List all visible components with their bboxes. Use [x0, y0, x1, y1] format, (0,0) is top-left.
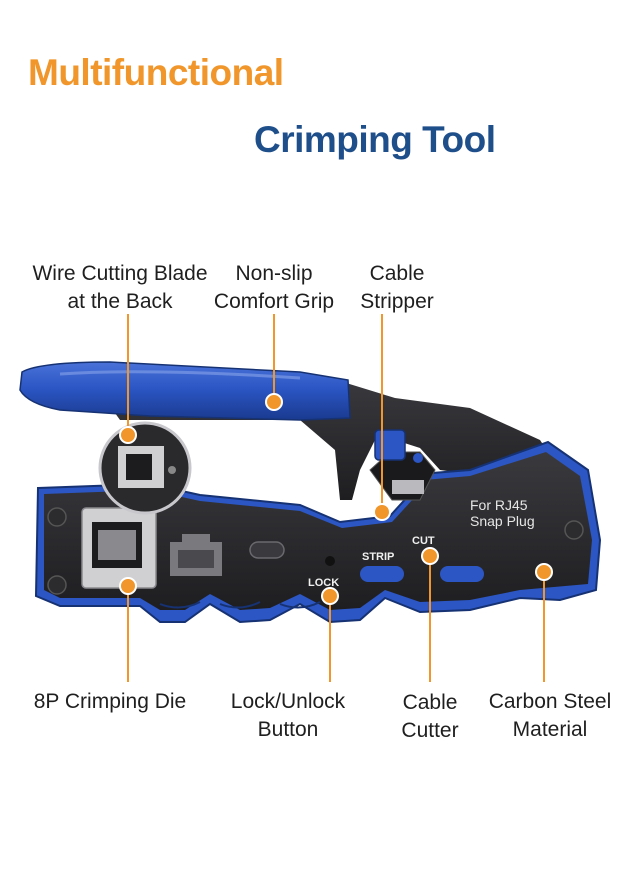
label-non-slip-grip-line1: Non-slip — [235, 262, 313, 285]
label-cable-stripper-line1: Cable — [369, 262, 425, 285]
label-non-slip-grip-line2: Comfort Grip — [213, 290, 335, 313]
callout-dot — [119, 426, 137, 444]
title-crimping-tool: Crimping Tool — [254, 119, 496, 160]
marking-cut: CUT — [412, 535, 435, 547]
label-carbon-steel: Carbon Steel Material — [478, 688, 620, 744]
marking-model-line2: Snap Plug — [470, 513, 535, 529]
label-carbon-steel-line2: Material — [512, 718, 588, 741]
strip-button — [360, 566, 404, 582]
label-cable-cutter: Cable Cutter — [388, 689, 472, 745]
callout-dot — [421, 547, 439, 565]
cut-button — [440, 566, 484, 582]
rj45-port-icon — [170, 534, 222, 576]
callout-dot — [373, 503, 391, 521]
label-lock-unlock: Lock/Unlock Button — [220, 688, 356, 744]
label-carbon-steel-line1: Carbon Steel — [488, 690, 612, 713]
label-lock-unlock-line1: Lock/Unlock — [230, 690, 346, 713]
label-crimping-die-line1: 8P Crimping Die — [33, 690, 187, 713]
label-crimping-die: 8P Crimping Die — [22, 688, 198, 716]
callout-dot — [119, 577, 137, 595]
label-cable-cutter-line1: Cable — [402, 691, 458, 714]
label-wire-cutting-blade-line2: at the Back — [67, 290, 173, 313]
marking-strip: STRIP — [362, 551, 394, 563]
marking-model-line1: For RJ45 — [470, 497, 528, 513]
label-wire-cutting-blade-line1: Wire Cutting Blade — [32, 262, 208, 285]
callout-dot — [265, 393, 283, 411]
upper-grip — [19, 361, 351, 421]
wire-cutting-blade-inset — [98, 421, 192, 515]
label-lock-unlock-line2: Button — [257, 718, 319, 741]
lock-slider — [249, 541, 285, 559]
marking-lock: LOCK — [308, 577, 339, 589]
label-wire-cutting-blade: Wire Cutting Blade at the Back — [22, 260, 218, 316]
callout-dot — [321, 587, 339, 605]
label-cable-cutter-line2: Cutter — [401, 719, 459, 742]
callout-dot — [535, 563, 553, 581]
title-multifunctional: Multifunctional — [28, 52, 284, 93]
label-cable-stripper: Cable Stripper — [352, 260, 442, 316]
label-cable-stripper-line2: Stripper — [360, 290, 434, 313]
label-non-slip-grip: Non-slip Comfort Grip — [206, 260, 342, 316]
